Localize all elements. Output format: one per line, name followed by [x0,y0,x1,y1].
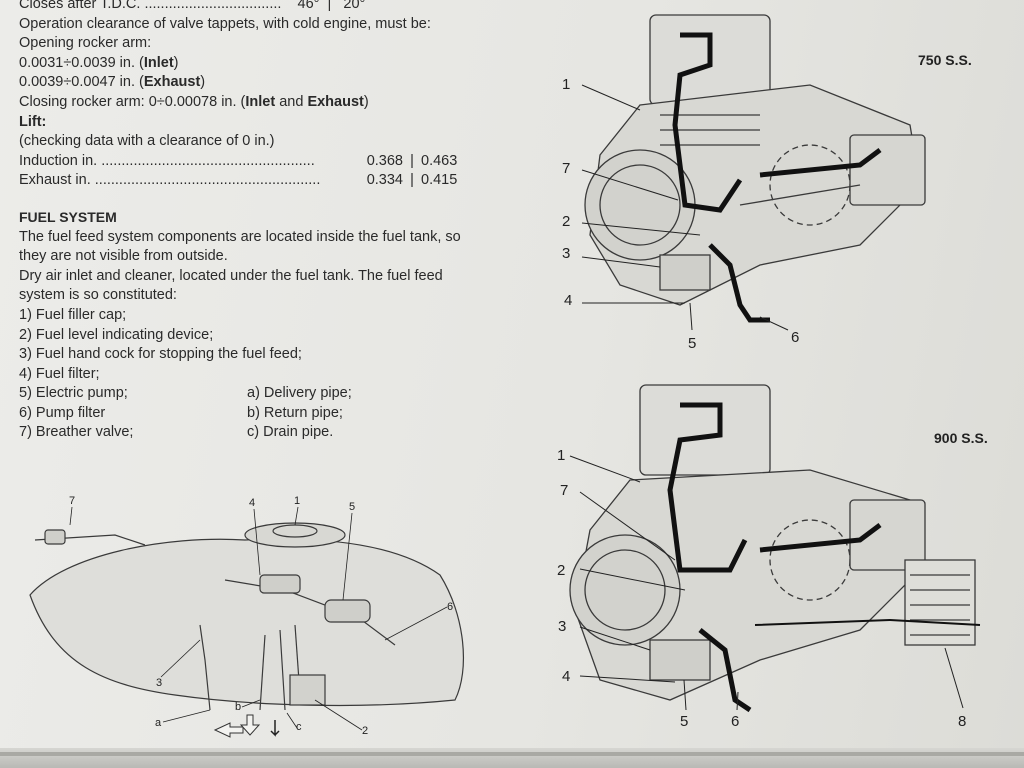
page-bottom-edge [0,748,1024,768]
callout-bottom-7: 7 [560,482,569,499]
callout-bottom-2: 2 [557,562,566,579]
callout-top-4: 4 [564,292,573,309]
callout-top-5: 5 [688,335,697,352]
callout-top-2: 2 [562,213,571,230]
exhaust-lift-row: Exhaust in. ............................… [19,172,458,189]
callout-tank-7: 7 [69,495,76,507]
fuel-item-3: 3) Fuel hand cock for stopping the fuel … [19,346,302,363]
callout-top-6: 6 [791,329,800,346]
callout-tank-1: 1 [294,495,301,507]
callout-tank-a: a [155,717,162,729]
callout-bottom-4: 4 [562,668,571,685]
exhaust-line: 0.0039÷0.0047 in. (Exhaust) [19,74,206,91]
pipe-a: a) Delivery pipe; [247,385,352,402]
fuel-system-heading: FUEL SYSTEM [19,208,117,225]
callout-bottom-1: 1 [557,447,566,464]
opening-line: Opening rocker arm: [19,35,152,52]
callout-tank-2: 2 [362,725,369,737]
callout-tank-6: 6 [447,601,454,613]
callout-top-7: 7 [562,160,571,177]
spec-text-column: Closes after T.D.C. ....................… [19,0,489,443]
fuel-tank-diagram [29,506,464,738]
callout-bottom-5: 5 [680,713,689,730]
lift-note: (checking data with a clearance of 0 in.… [19,133,275,150]
callout-tank-b: b [235,701,242,713]
callout-top-3: 3 [562,245,571,262]
model-label-900ss: 900 S.S. [934,430,988,446]
fuel-item-1: 1) Fuel filler cap; [19,306,127,323]
callout-bottom-6: 6 [731,713,740,730]
callout-tank-3: 3 [156,677,163,689]
closes-line: Closes after T.D.C. ....................… [19,0,366,12]
inlet-line: 0.0031÷0.0039 in. (Inlet) [19,54,179,71]
pipe-b: b) Return pipe; [247,404,343,421]
pipe-c: c) Drain pipe. [247,424,334,441]
callout-bottom-3: 3 [558,618,567,635]
engine-diagram-900ss [569,384,981,713]
induction-row: Induction in. ..........................… [19,152,458,169]
model-label-750ss: 750 S.S. [918,52,972,68]
fuel-p2a: Dry air inlet and cleaner, located under… [19,267,443,284]
page-bottom-stripe [0,752,1024,756]
fuel-p1a: The fuel feed system components are loca… [19,228,461,245]
lift-heading: Lift: [19,113,47,130]
callout-bottom-8: 8 [958,713,967,730]
closing-line: Closing rocker arm: 0÷0.00078 in. (Inlet… [19,93,369,110]
engine-diagram-750ss [581,14,926,331]
fuel-item-7-row: 7) Breather valve;c) Drain pipe. [19,423,489,443]
fuel-item-2: 2) Fuel level indicating device; [19,326,214,343]
fuel-item-4: 4) Fuel filter; [19,365,100,382]
fuel-p2b: system is so constituted: [19,287,177,304]
fuel-item-5-row: 5) Electric pump;a) Delivery pipe; [19,384,489,404]
fuel-p1b: they are not visible from outside. [19,248,228,265]
clearance-line: Operation clearance of valve tappets, wi… [19,15,431,32]
callout-tank-c: c [296,721,302,733]
callout-top-1: 1 [562,76,571,93]
callout-tank-4: 4 [249,497,256,509]
callout-tank-5: 5 [349,501,356,513]
